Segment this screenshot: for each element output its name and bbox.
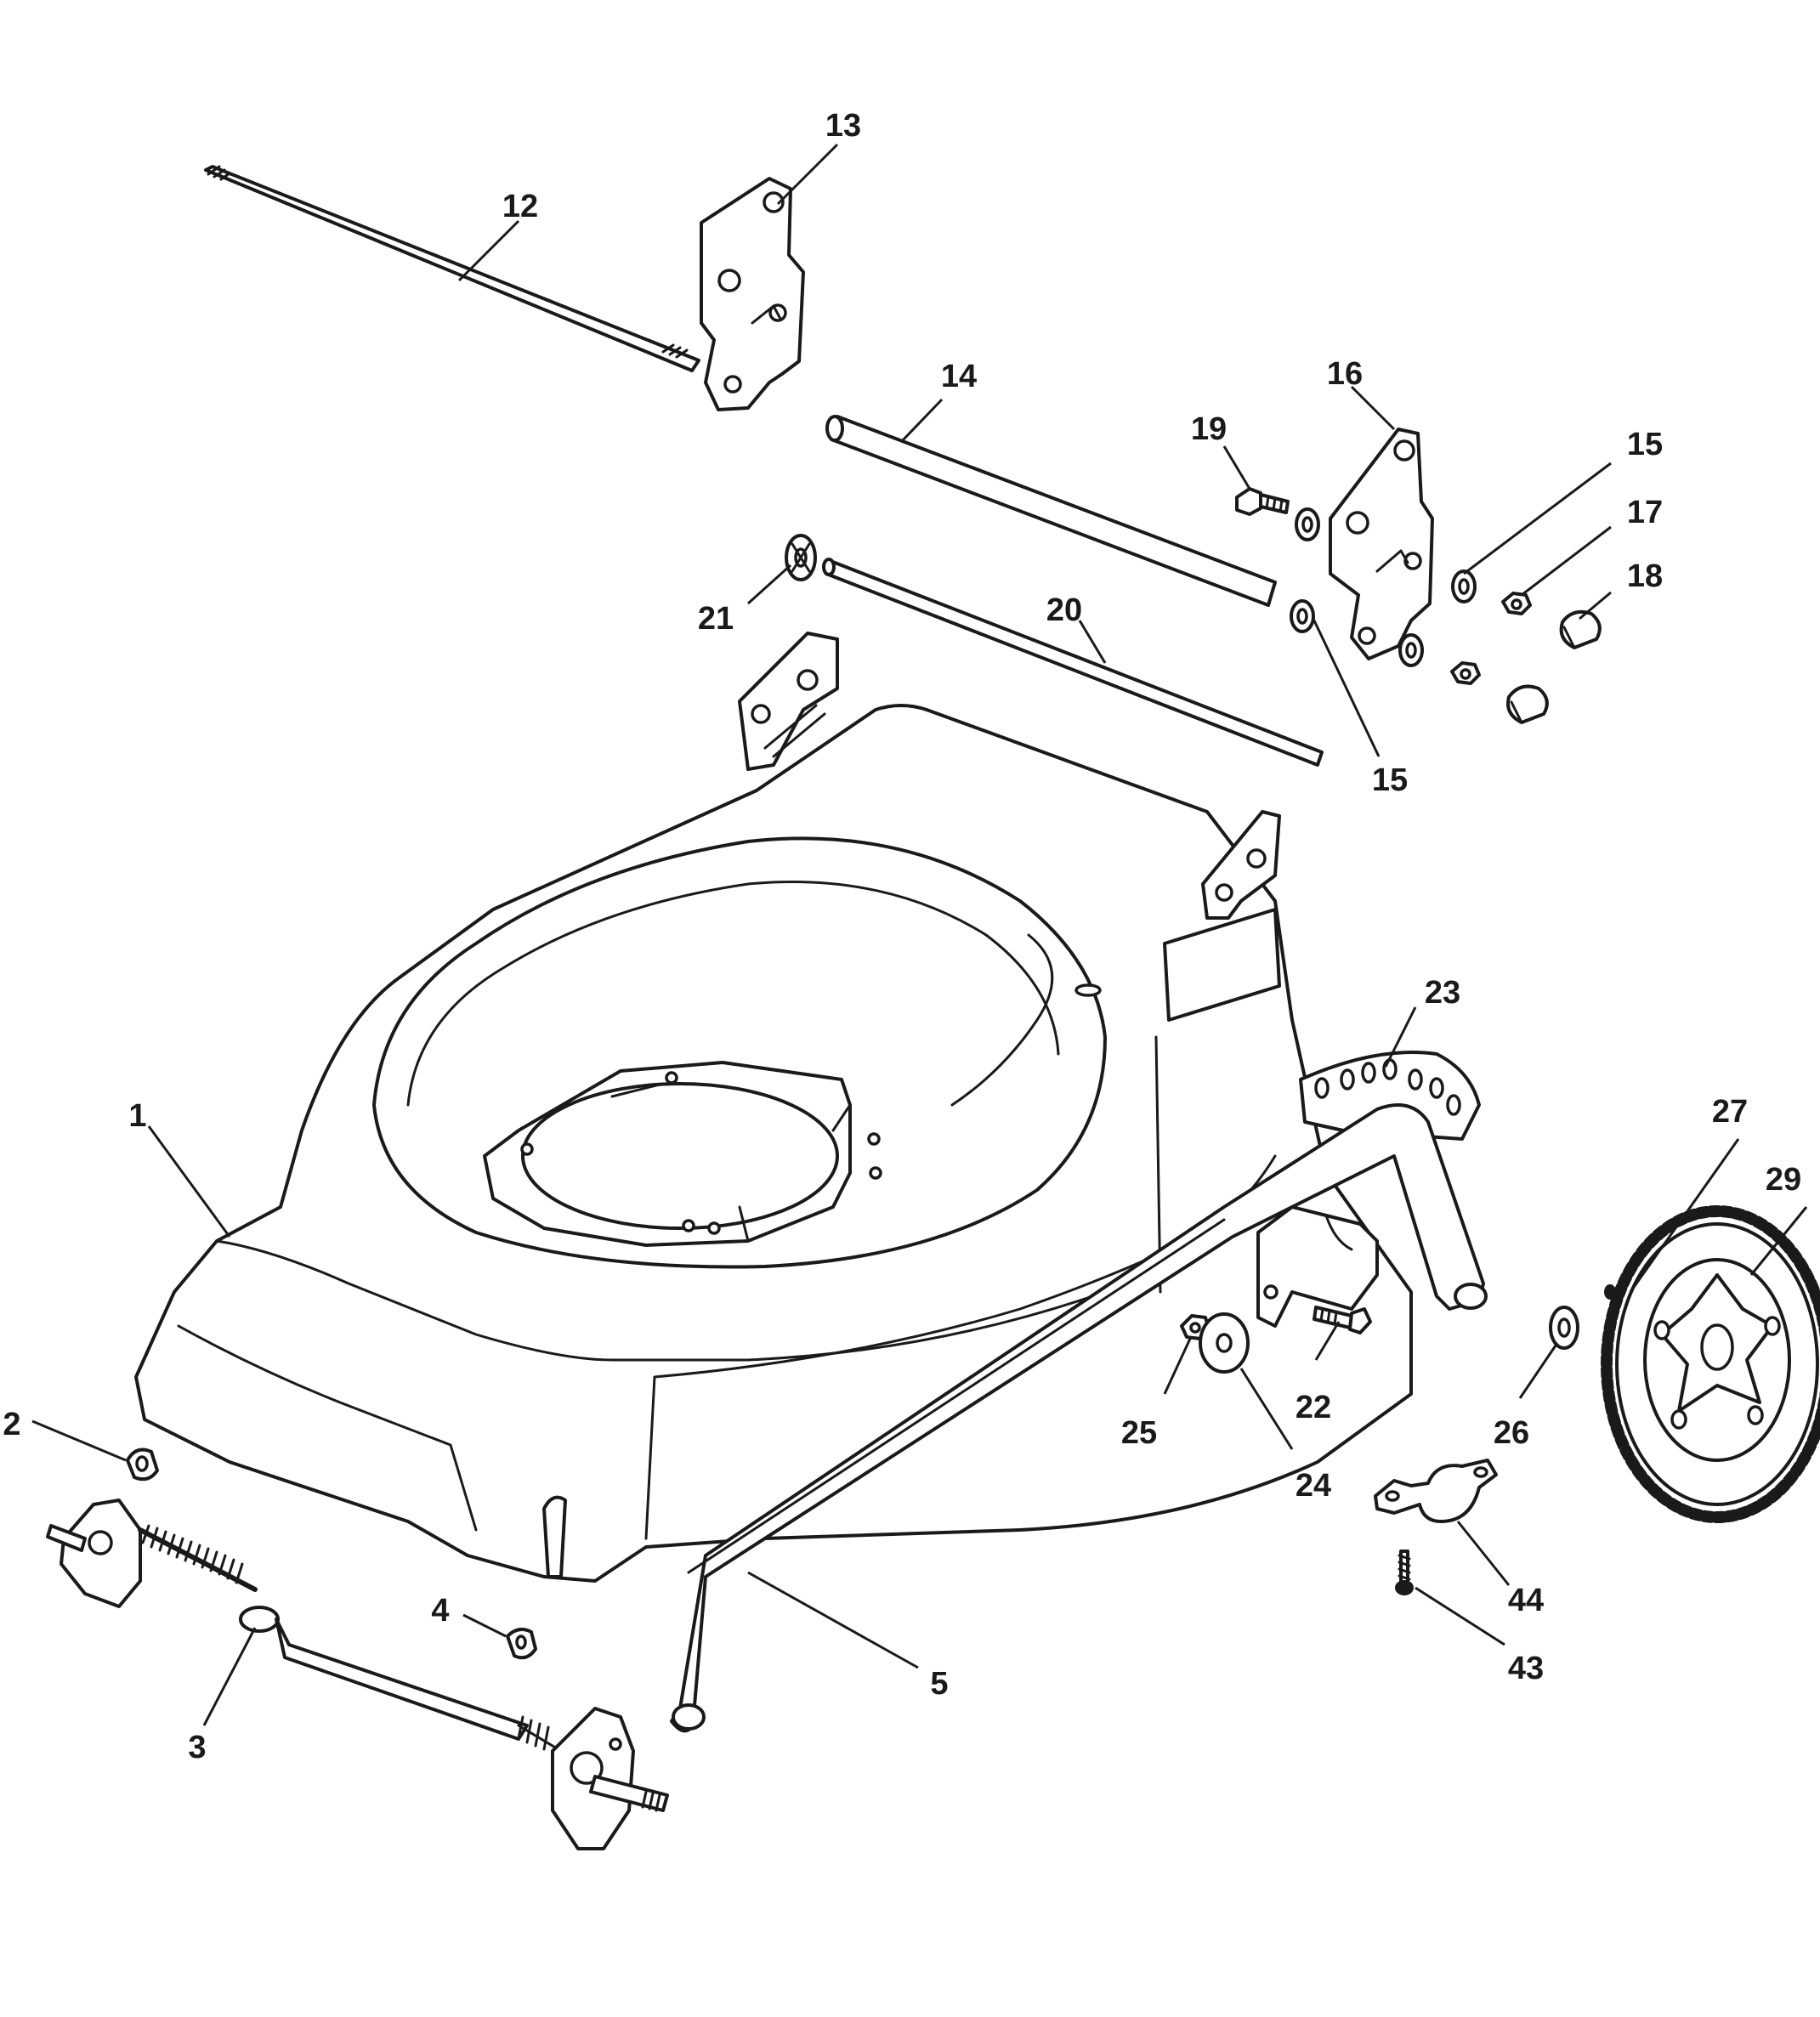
part-adjuster-23 [1299, 1051, 1481, 1141]
callout-14: 14 [941, 359, 977, 394]
callout-13: 13 [825, 108, 861, 144]
leader-lines [31, 143, 1808, 1726]
callout-5: 5 [930, 1666, 948, 1702]
leader-25 [1163, 1338, 1192, 1395]
part-washers-15-left [1290, 507, 1320, 633]
part-clamp-44 [1374, 1459, 1498, 1523]
leader-19 [1222, 445, 1251, 490]
spring-coil [138, 1524, 258, 1592]
part-nut-17 [1450, 592, 1532, 685]
callout-15a: 15 [1627, 427, 1663, 462]
leader-24 [1239, 1368, 1294, 1450]
leader-3 [202, 1627, 257, 1726]
part-screw-43 [1395, 1550, 1414, 1595]
leader-29 [1749, 1206, 1808, 1276]
leader-1 [147, 1125, 231, 1238]
leader-23 [1384, 1006, 1417, 1068]
part-cap-nut-18 [1506, 610, 1602, 724]
callout-23: 23 [1425, 975, 1460, 1011]
part-clip-2 [126, 1448, 159, 1482]
part-deck-1 [134, 632, 1413, 1583]
callout-21: 21 [698, 601, 734, 637]
callout-15b: 15 [1372, 762, 1408, 798]
part-washer-26 [1549, 1306, 1579, 1350]
callout-25: 25 [1121, 1415, 1157, 1451]
leader-15b [1312, 618, 1381, 757]
part-lever-5 [670, 1103, 1488, 1733]
part-washer-24 [1199, 1312, 1250, 1374]
callout-27: 27 [1712, 1094, 1748, 1130]
leader-17 [1521, 525, 1612, 597]
leader-4 [462, 1613, 507, 1638]
part-axle-20 [822, 558, 1324, 767]
callout-20: 20 [1046, 592, 1082, 628]
callout-43: 43 [1508, 1651, 1544, 1686]
leader-27 [1629, 1138, 1740, 1293]
leader-14 [899, 398, 944, 444]
part-clip-4 [506, 1627, 537, 1660]
callout-29: 29 [1766, 1162, 1801, 1198]
callout-44: 44 [1508, 1583, 1544, 1618]
callout-labels: 1 2 3 4 5 12 13 14 15 15 16 17 18 19 20 … [3, 108, 1801, 1765]
part-gear-29 [1601, 1205, 1820, 1523]
leader-21 [746, 564, 792, 605]
leader-18 [1579, 591, 1612, 620]
leader-16 [1350, 385, 1396, 431]
callout-1: 1 [128, 1098, 146, 1134]
leader-5 [747, 1571, 919, 1669]
leader-12 [457, 219, 520, 282]
callout-22: 22 [1296, 1390, 1331, 1425]
part-rod-12 [204, 165, 700, 372]
part-washer-21 [785, 534, 817, 581]
callout-24: 24 [1296, 1468, 1331, 1504]
leader-2 [31, 1419, 127, 1462]
part-bracket-13 [700, 177, 805, 411]
callout-16: 16 [1327, 356, 1363, 392]
part-spring-axle-3 [46, 1499, 669, 1850]
part-washer-15-right [1398, 569, 1477, 667]
leader-13 [776, 143, 839, 206]
callout-4: 4 [431, 1593, 449, 1629]
part-tube-14 [825, 415, 1277, 607]
leader-26 [1518, 1342, 1559, 1399]
leader-15a [1463, 462, 1612, 575]
part-bracket-16 [1329, 428, 1434, 660]
callout-2: 2 [3, 1407, 20, 1442]
leader-43 [1415, 1586, 1505, 1646]
callout-19: 19 [1191, 411, 1227, 447]
callout-12: 12 [502, 189, 538, 224]
leader-22 [1314, 1321, 1341, 1361]
callout-17: 17 [1627, 495, 1663, 530]
part-bolt-19 [1235, 487, 1290, 516]
callout-3: 3 [188, 1730, 206, 1765]
part-bolt-22 [1313, 1306, 1372, 1334]
callout-26: 26 [1494, 1415, 1529, 1451]
leader-20 [1078, 620, 1107, 664]
leader-44 [1456, 1521, 1511, 1586]
callout-18: 18 [1627, 558, 1663, 594]
